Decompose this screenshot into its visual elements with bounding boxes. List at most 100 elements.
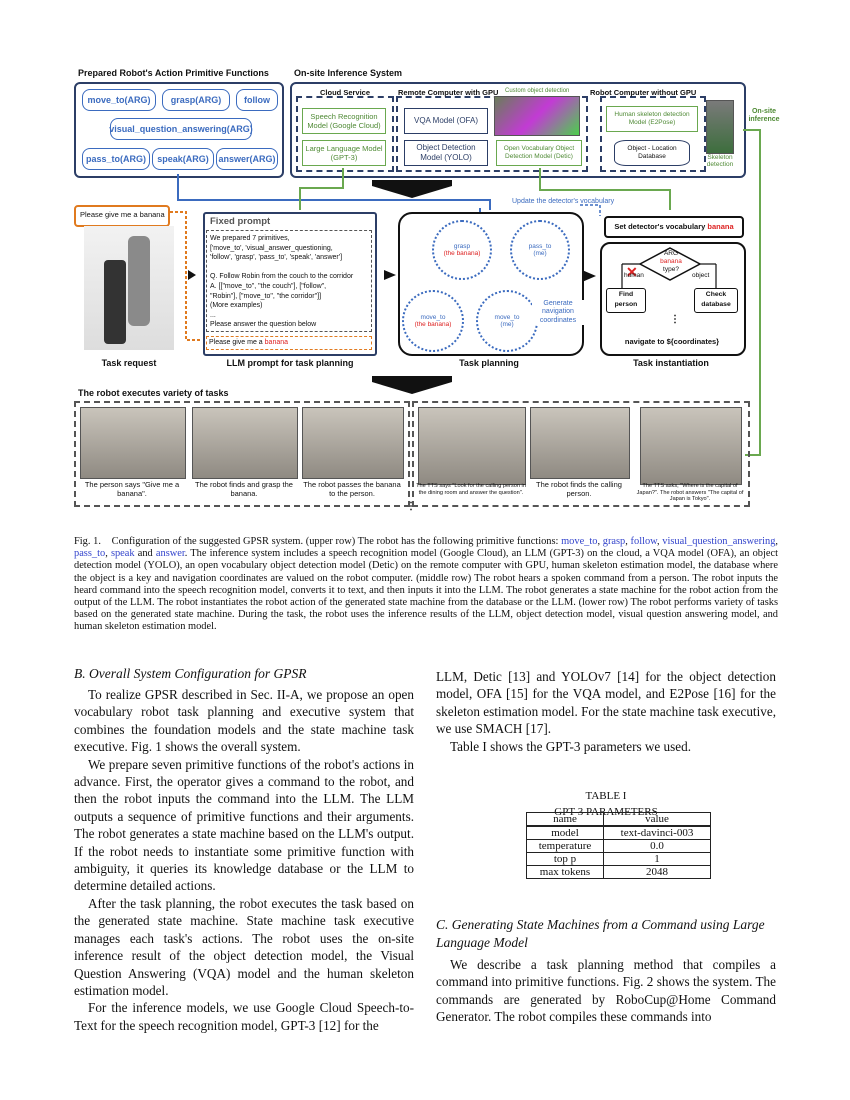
func-pass-to: pass_to — [74, 548, 106, 560]
cross-icon: ✕ — [626, 264, 638, 280]
remote-panel — [396, 96, 588, 172]
exec-photo-6 — [640, 407, 742, 485]
figure-caption: Fig. 1. Configuration of the suggested G… — [74, 536, 779, 633]
task-instantiation-panel — [600, 242, 746, 356]
section-c-heading: C. Generating State Machines from a Comm… — [436, 917, 765, 950]
executes-title: The robot executes variety of tasks — [78, 388, 229, 398]
custom-detection-label: Custom object detection — [505, 88, 570, 94]
table-label: TABLE I — [585, 790, 627, 802]
generate-nav-label: Generate navigation coordinates — [532, 300, 584, 326]
primitive-answer: answer(ARG) — [216, 148, 278, 170]
primitive-follow: follow — [236, 89, 278, 111]
exec-photo-4 — [418, 407, 526, 485]
left-paragraph-3: After the task planning, the robot execu… — [74, 895, 414, 998]
object-label: object — [692, 272, 710, 279]
label-task-instantiation: Task instantiation — [633, 358, 709, 368]
skeleton-image — [706, 100, 734, 154]
flowchart: ✕ — [621, 247, 717, 288]
primitive-grasp: grasp(ARG) — [162, 89, 230, 111]
figure-connectors — [170, 129, 761, 456]
detection-model: Object Detection Model (YOLO) — [404, 140, 488, 166]
left-column-text: To realize GPSR described in Sec. II-A, … — [74, 686, 414, 1034]
left-paragraph-2: We prepare seven primitive functions of … — [74, 756, 414, 894]
cloud-panel — [296, 96, 394, 172]
label-task-request: Task request — [101, 358, 157, 368]
exec-group-1 — [74, 401, 410, 507]
primitive-pass-to: pass_to(ARG) — [82, 148, 150, 170]
left-paragraph-4: For the inference models, we use Google … — [74, 1000, 414, 1033]
exec-photo-3 — [302, 407, 404, 479]
skeleton-model: Human skeleton detection Model (E2Pose) — [606, 106, 698, 132]
ellipsis: ⋮ — [670, 314, 680, 325]
llm-connector — [299, 168, 344, 210]
exec-caption-3: The robot passes the banana to the perso… — [303, 480, 401, 498]
func-move-to: move_to — [561, 536, 598, 547]
node-move-to-2: move_to(me) — [476, 290, 538, 352]
exec-photo-5 — [530, 407, 630, 479]
open-vocab-model: Open Vocabulary Object Detection Model (… — [496, 140, 582, 166]
func-speak: speak — [110, 548, 135, 560]
exec-caption-2: The robot finds and grasp the banana. — [195, 480, 293, 498]
func-grasp: grasp — [602, 536, 626, 547]
right-column-text-bottom: We describe a task planning method that … — [436, 956, 776, 1026]
primitive-vqa: visual_question_answering(ARG) — [109, 118, 253, 140]
update-vocab-label: Update the detector's vocabulary — [512, 198, 615, 205]
detection-image — [494, 96, 580, 136]
robot-computer-panel — [600, 96, 706, 172]
more-ellipsis: ⋮ — [406, 501, 416, 512]
speech-model: Speech Recognition Model (Google Cloud) — [302, 108, 386, 134]
exec-group-2 — [412, 401, 750, 507]
fixed-prompt-text: We prepared 7 primitives, ['move_to', 'v… — [210, 235, 354, 329]
task-planning-panel — [398, 212, 584, 356]
right-column-text-top: LLM, Detic [13] and YOLOv7 [14] for the … — [436, 668, 776, 755]
left-paragraph-1: To realize GPSR described in Sec. II-A, … — [74, 687, 414, 755]
label-task-planning: Task planning — [459, 358, 519, 368]
onsite-title: On-site Inference System — [294, 68, 403, 78]
cloud-title: Cloud Service — [320, 88, 371, 97]
exec-caption-6: The TTS asks, "Where is the capital of J… — [636, 483, 744, 503]
speech-bubble: Please give me a banana — [74, 205, 170, 227]
down-arrow-2 — [372, 376, 452, 394]
fixed-prompt-box — [206, 230, 372, 332]
primitive-speak: speak(ARG) — [152, 148, 214, 170]
primitives-title: Prepared Robot's Action Primitive Functi… — [78, 68, 269, 78]
table-header-name: name — [526, 812, 604, 827]
check-db-box: Check database — [694, 288, 738, 313]
task-request-photo — [84, 226, 174, 350]
set-vocab-box: Set detector's vocabulary banana — [604, 216, 744, 238]
node-pass-to: pass_to(me) — [510, 220, 570, 280]
vocab-connector — [539, 168, 671, 210]
label-llm-prompt: LLM prompt for task planning — [226, 358, 354, 368]
database: Object - Location Database — [614, 140, 690, 166]
section-b-heading: B. Overall System Configuration for GPSR — [74, 666, 307, 681]
table-header-value: value — [603, 812, 711, 827]
exec-photo-2 — [192, 407, 298, 479]
func-follow: follow — [630, 536, 657, 547]
onsite-connector — [743, 129, 761, 456]
onsite-inference-label: On-site inference — [748, 108, 780, 124]
prompt-request: Please give me a banana — [206, 336, 372, 350]
remote-title: Remote Computer with GPU — [398, 88, 499, 97]
func-answer: answer — [155, 548, 185, 560]
skeleton-detection-label: Skeleton detection — [706, 154, 734, 169]
primitives-connector — [177, 174, 491, 210]
human-label: human — [624, 272, 644, 279]
node-grasp: grasp(the banana) — [432, 220, 492, 280]
exec-caption-5: The robot finds the calling person. — [536, 480, 622, 498]
llm-prompt-panel — [203, 212, 377, 356]
find-person-box: Find person — [606, 288, 646, 313]
right-paragraph-2: Table I shows the GPT-3 parameters we us… — [450, 738, 692, 754]
node-move-to-1: move_to(the banana) — [402, 290, 464, 352]
navigate-label: navigate to ${coordinates} — [624, 337, 720, 346]
arg-decision — [638, 247, 702, 281]
exec-photo-1 — [80, 407, 186, 479]
exec-caption-1: The person says "Give me a banana". — [84, 480, 180, 498]
fixed-prompt-title: Fixed prompt — [210, 216, 271, 227]
down-arrow-1 — [372, 180, 452, 198]
vqa-model: VQA Model (OFA) — [404, 108, 488, 134]
exec-caption-4: The TTS says "Look for the calling perso… — [416, 483, 526, 496]
func-vqa: visual_question_answering — [662, 536, 776, 547]
llm-model: Large Language Model (GPT-3) — [302, 140, 386, 166]
